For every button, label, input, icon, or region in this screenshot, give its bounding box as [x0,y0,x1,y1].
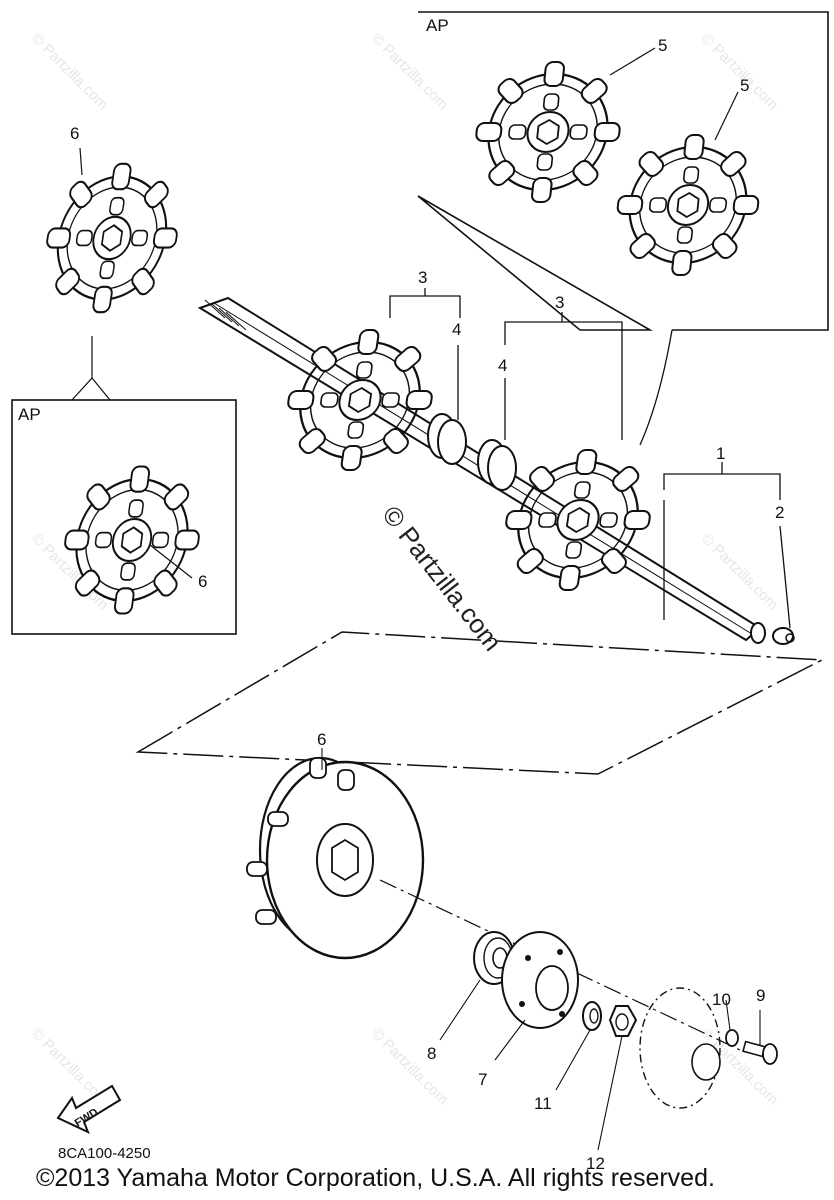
callout-12: 12 [586,1154,605,1173]
idler-wheel [246,756,425,960]
callout-6: 6 [70,124,80,143]
sprocket-5b [609,133,767,277]
washer [582,1001,602,1031]
sprocket-6-top [35,162,189,314]
sprocket-6-ap [54,465,210,615]
adjuster-plate [639,987,721,1109]
callout-6: 6 [198,572,208,591]
nut [608,1005,638,1037]
callout-5: 5 [658,36,668,55]
callout-5: 5 [740,76,750,95]
callout-11: 11 [534,1094,552,1113]
ap-label: AP [18,405,41,424]
callout-2: 2 [775,503,785,522]
callout-9: 9 [756,986,766,1005]
bearing-holder [501,931,579,1029]
callout-6: 6 [317,730,327,749]
callout-4: 4 [452,320,462,339]
sprocket-5a [467,60,629,204]
callout-7: 7 [478,1070,488,1089]
collars [427,413,517,491]
copyright-notice: ©2013 Yamaha Motor Corporation, U.S.A. A… [36,1164,715,1192]
callout-10: 10 [712,990,731,1009]
callout-3: 3 [418,268,428,287]
spring-washer [725,1029,739,1047]
ap-box-top [417,11,829,331]
ap-label: AP [426,16,449,35]
callout-1: 1 [716,444,726,463]
callout-8: 8 [427,1044,437,1063]
ap-box-left [11,399,237,635]
fwd-arrow-icon [56,1084,122,1134]
callout-3: 3 [555,293,565,312]
callout-4: 4 [498,356,508,375]
drawing-code: 8CA100-4250 [58,1145,151,1162]
exploded-outline [135,631,825,775]
